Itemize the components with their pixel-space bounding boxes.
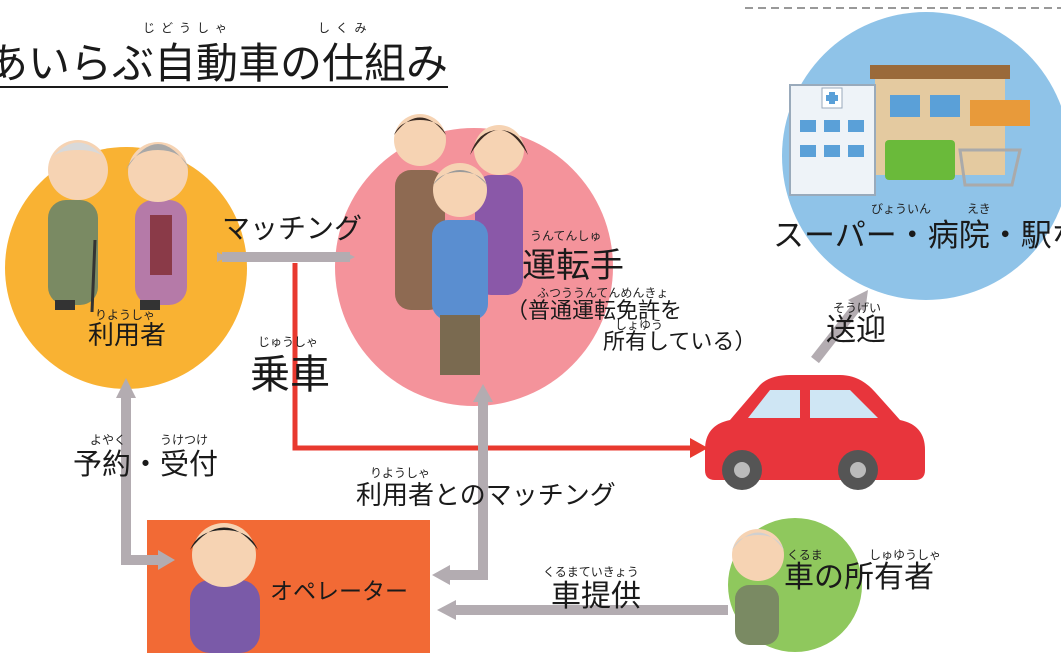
- user-circle: [5, 147, 247, 389]
- driver-note-ruby-1: ふつううんてんめんきょ: [537, 286, 669, 300]
- elderly-couple-icon: [48, 140, 190, 313]
- family-drivers-icon: [394, 114, 528, 375]
- owner-ruby-shoyuusha: しゅゆうしゃ: [869, 548, 942, 562]
- reservation-ruby-uketsuke: うけつけ: [160, 433, 209, 447]
- user-matching-label: 利用者とのマッチング: [356, 481, 616, 511]
- owner-label: 車の所有者: [784, 560, 934, 595]
- user-label-ruby: りようしゃ: [95, 308, 156, 322]
- operator-person-icon: [190, 523, 260, 653]
- ride-arrow: [292, 263, 690, 451]
- driver-label-ruby: うんてんしゅ: [530, 229, 602, 243]
- car-provision-label: 車提供: [551, 579, 641, 614]
- owner-ruby-kuruma: くるま: [787, 548, 823, 562]
- reservation-ruby-yoyaku: よやく: [90, 433, 127, 447]
- pickup-label: 送迎: [826, 313, 886, 348]
- destination-label: スーパー・病院・駅など: [773, 218, 1061, 254]
- page-title: あいらぶ自動車の仕組み: [0, 39, 449, 88]
- ride-label: 乗車: [250, 352, 330, 398]
- title-ruby-shikumi: しくみ: [318, 21, 373, 35]
- matching-label: マッチング: [222, 212, 363, 245]
- ride-ruby: じゅうしゃ: [258, 335, 319, 349]
- hospital-store-icon: [789, 65, 1030, 196]
- title-ruby-jidousha: じどうしゃ: [143, 21, 234, 35]
- elderly-owner-icon: [732, 529, 784, 645]
- driver-note-line-1: （普通運転免許を: [506, 299, 683, 324]
- operator-label: オペレーター: [270, 579, 408, 605]
- driver-note-line-2: 所有している）: [603, 330, 757, 355]
- destination-ruby-eki: えき: [967, 202, 991, 216]
- destination-ruby-byouin: びょういん: [871, 202, 932, 216]
- pickup-arrow: [811, 301, 862, 364]
- user-label: 利用者: [88, 321, 167, 351]
- user-matching-ruby: りようしゃ: [370, 466, 431, 480]
- user-matching-arrow: [450, 400, 488, 580]
- red-car-icon: [705, 375, 925, 490]
- reservation-label: 予約・受付: [73, 447, 219, 481]
- pickup-ruby: そうげい: [833, 301, 882, 315]
- driver-note-ruby-2: しょゆう: [615, 318, 664, 332]
- car-provision-ruby: くるまていきょう: [543, 565, 639, 579]
- reservation-arrow: [121, 392, 160, 565]
- driver-label: 運転手: [522, 246, 624, 286]
